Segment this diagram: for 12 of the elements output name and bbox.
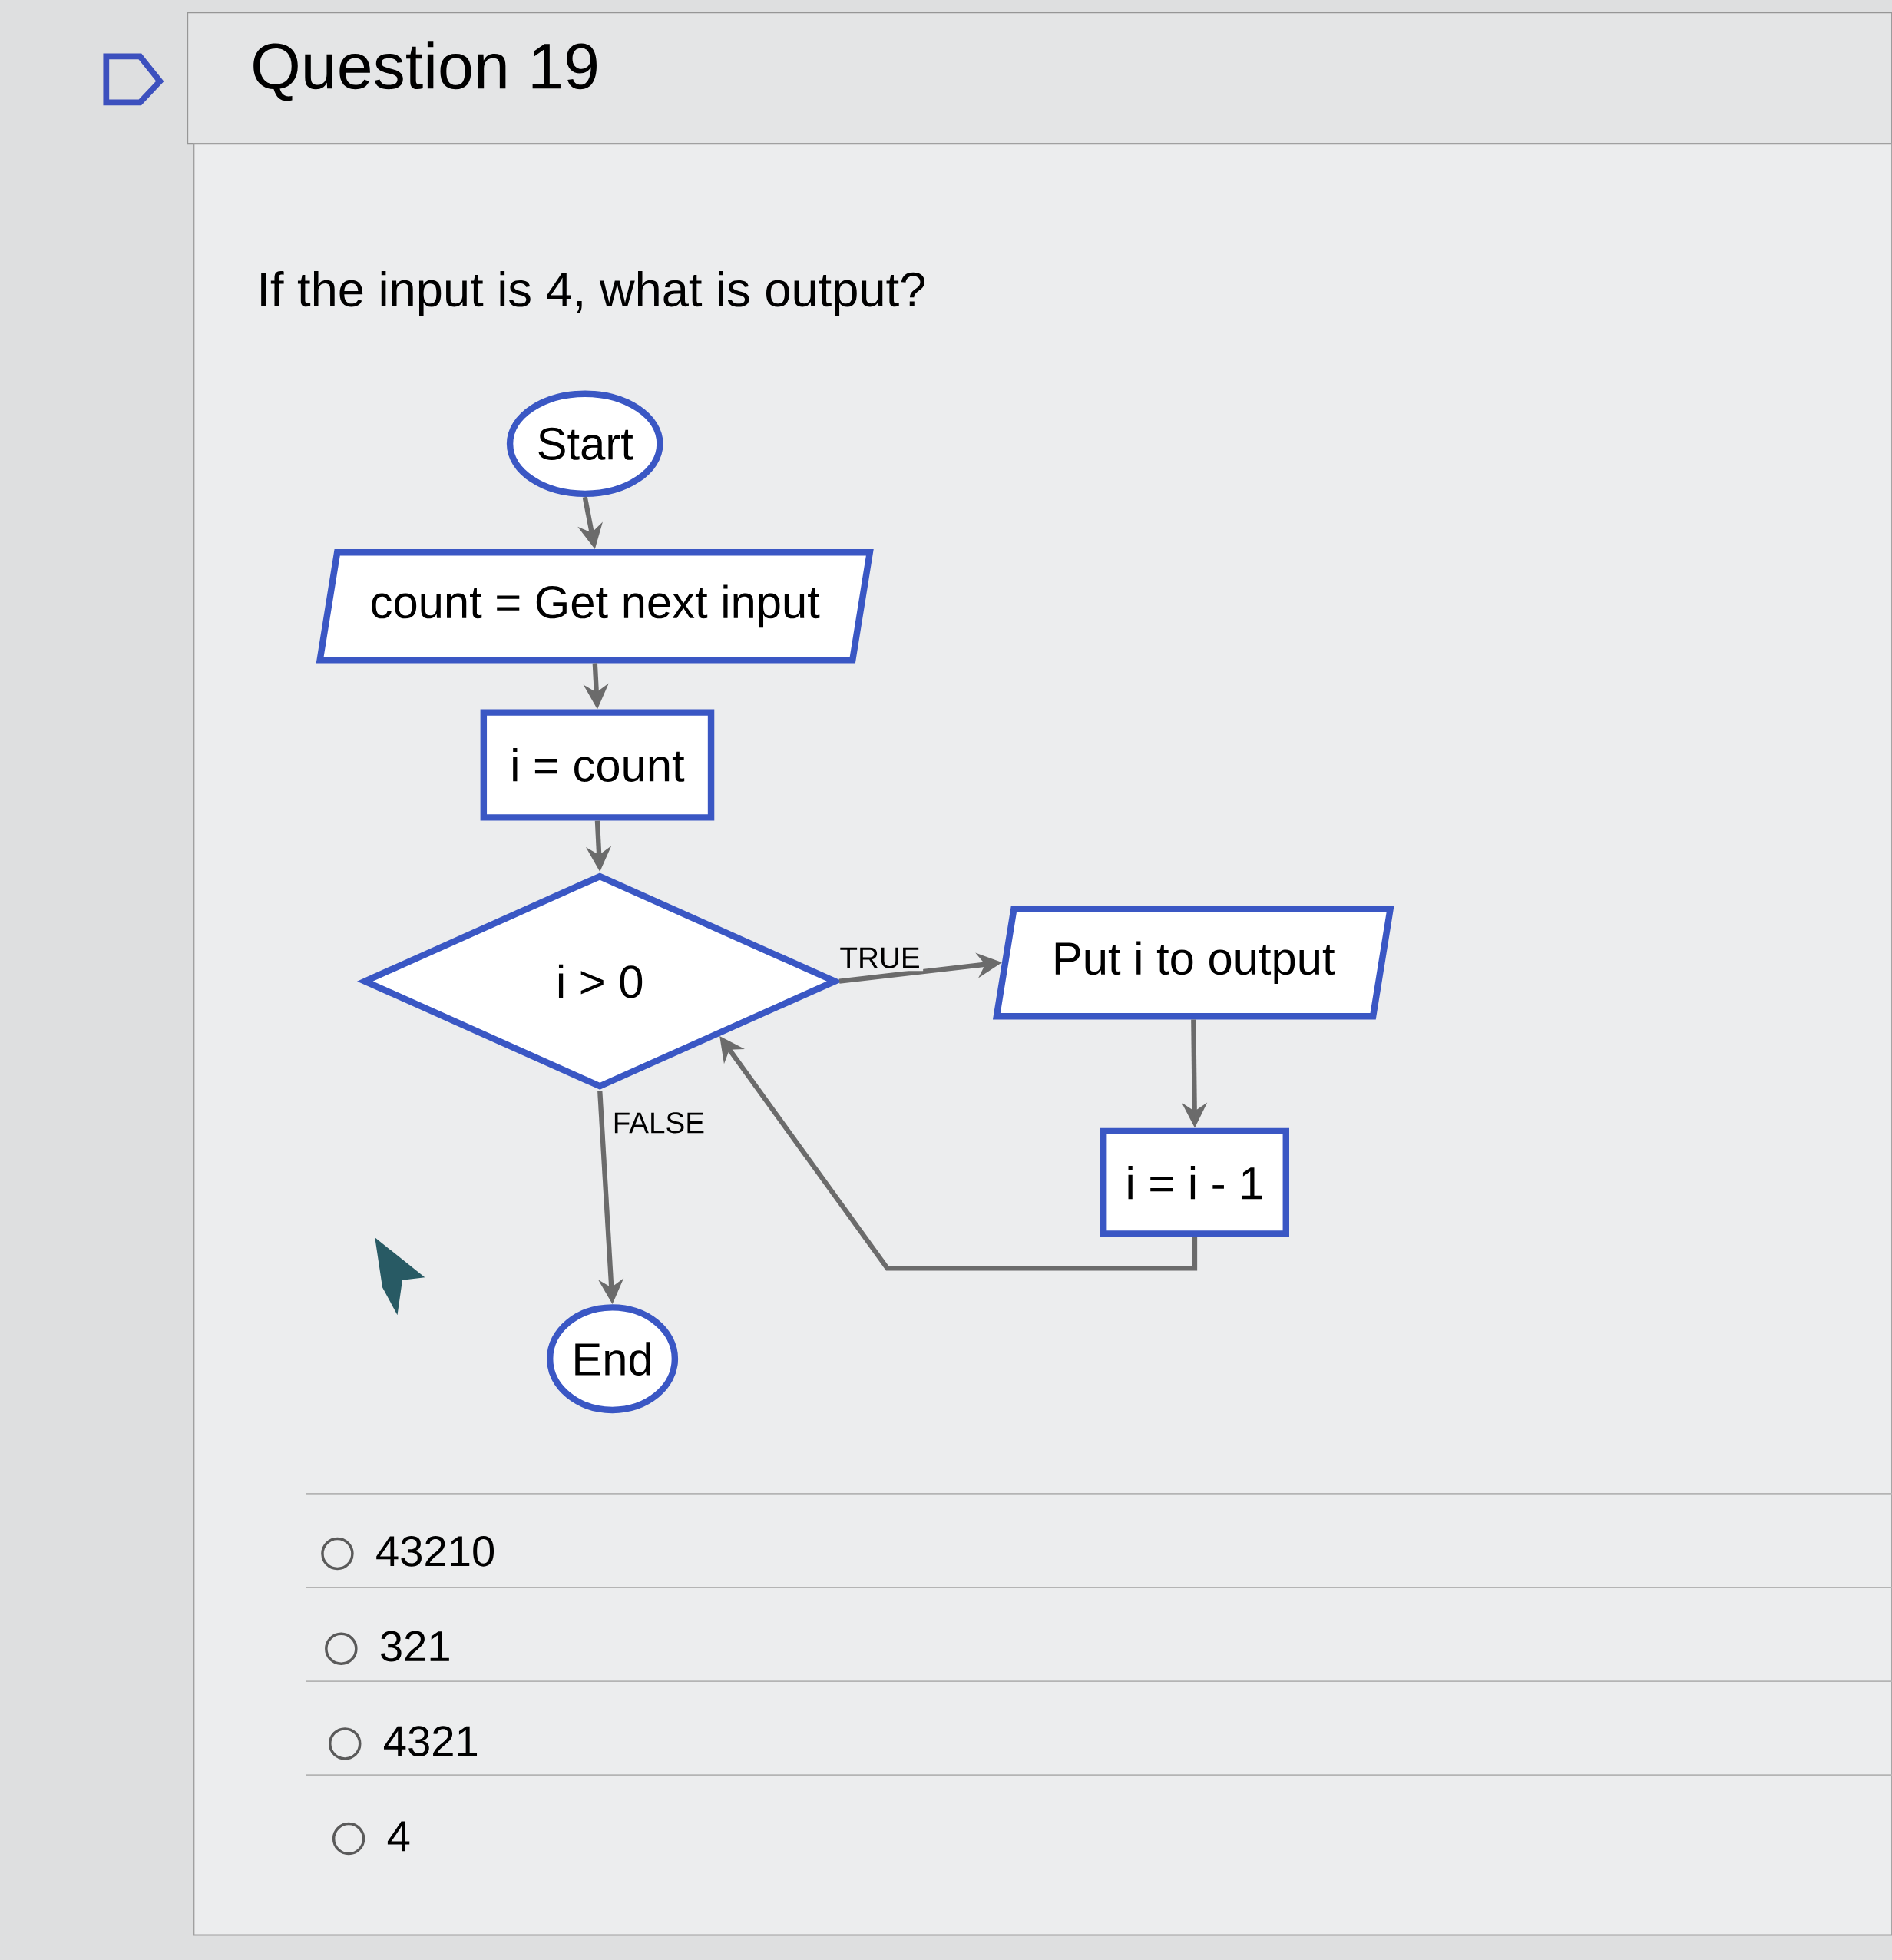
- process-box: i = count: [480, 709, 715, 821]
- terminal-oval: End: [546, 1304, 679, 1414]
- process-box: i = i - 1: [1100, 1127, 1289, 1237]
- question-text: If the input is 4, what is output?: [261, 271, 925, 316]
- edge-label: TRUE: [840, 947, 919, 968]
- answer-option: 321: [380, 1631, 449, 1662]
- answer-option: 4321: [383, 1726, 477, 1757]
- terminal-oval: Start: [506, 390, 663, 498]
- question-title: Question 19: [253, 41, 597, 101]
- edge-label: FALSE: [614, 1112, 704, 1134]
- answer-option: 4: [387, 1821, 410, 1852]
- answer-option: 43210: [376, 1535, 494, 1567]
